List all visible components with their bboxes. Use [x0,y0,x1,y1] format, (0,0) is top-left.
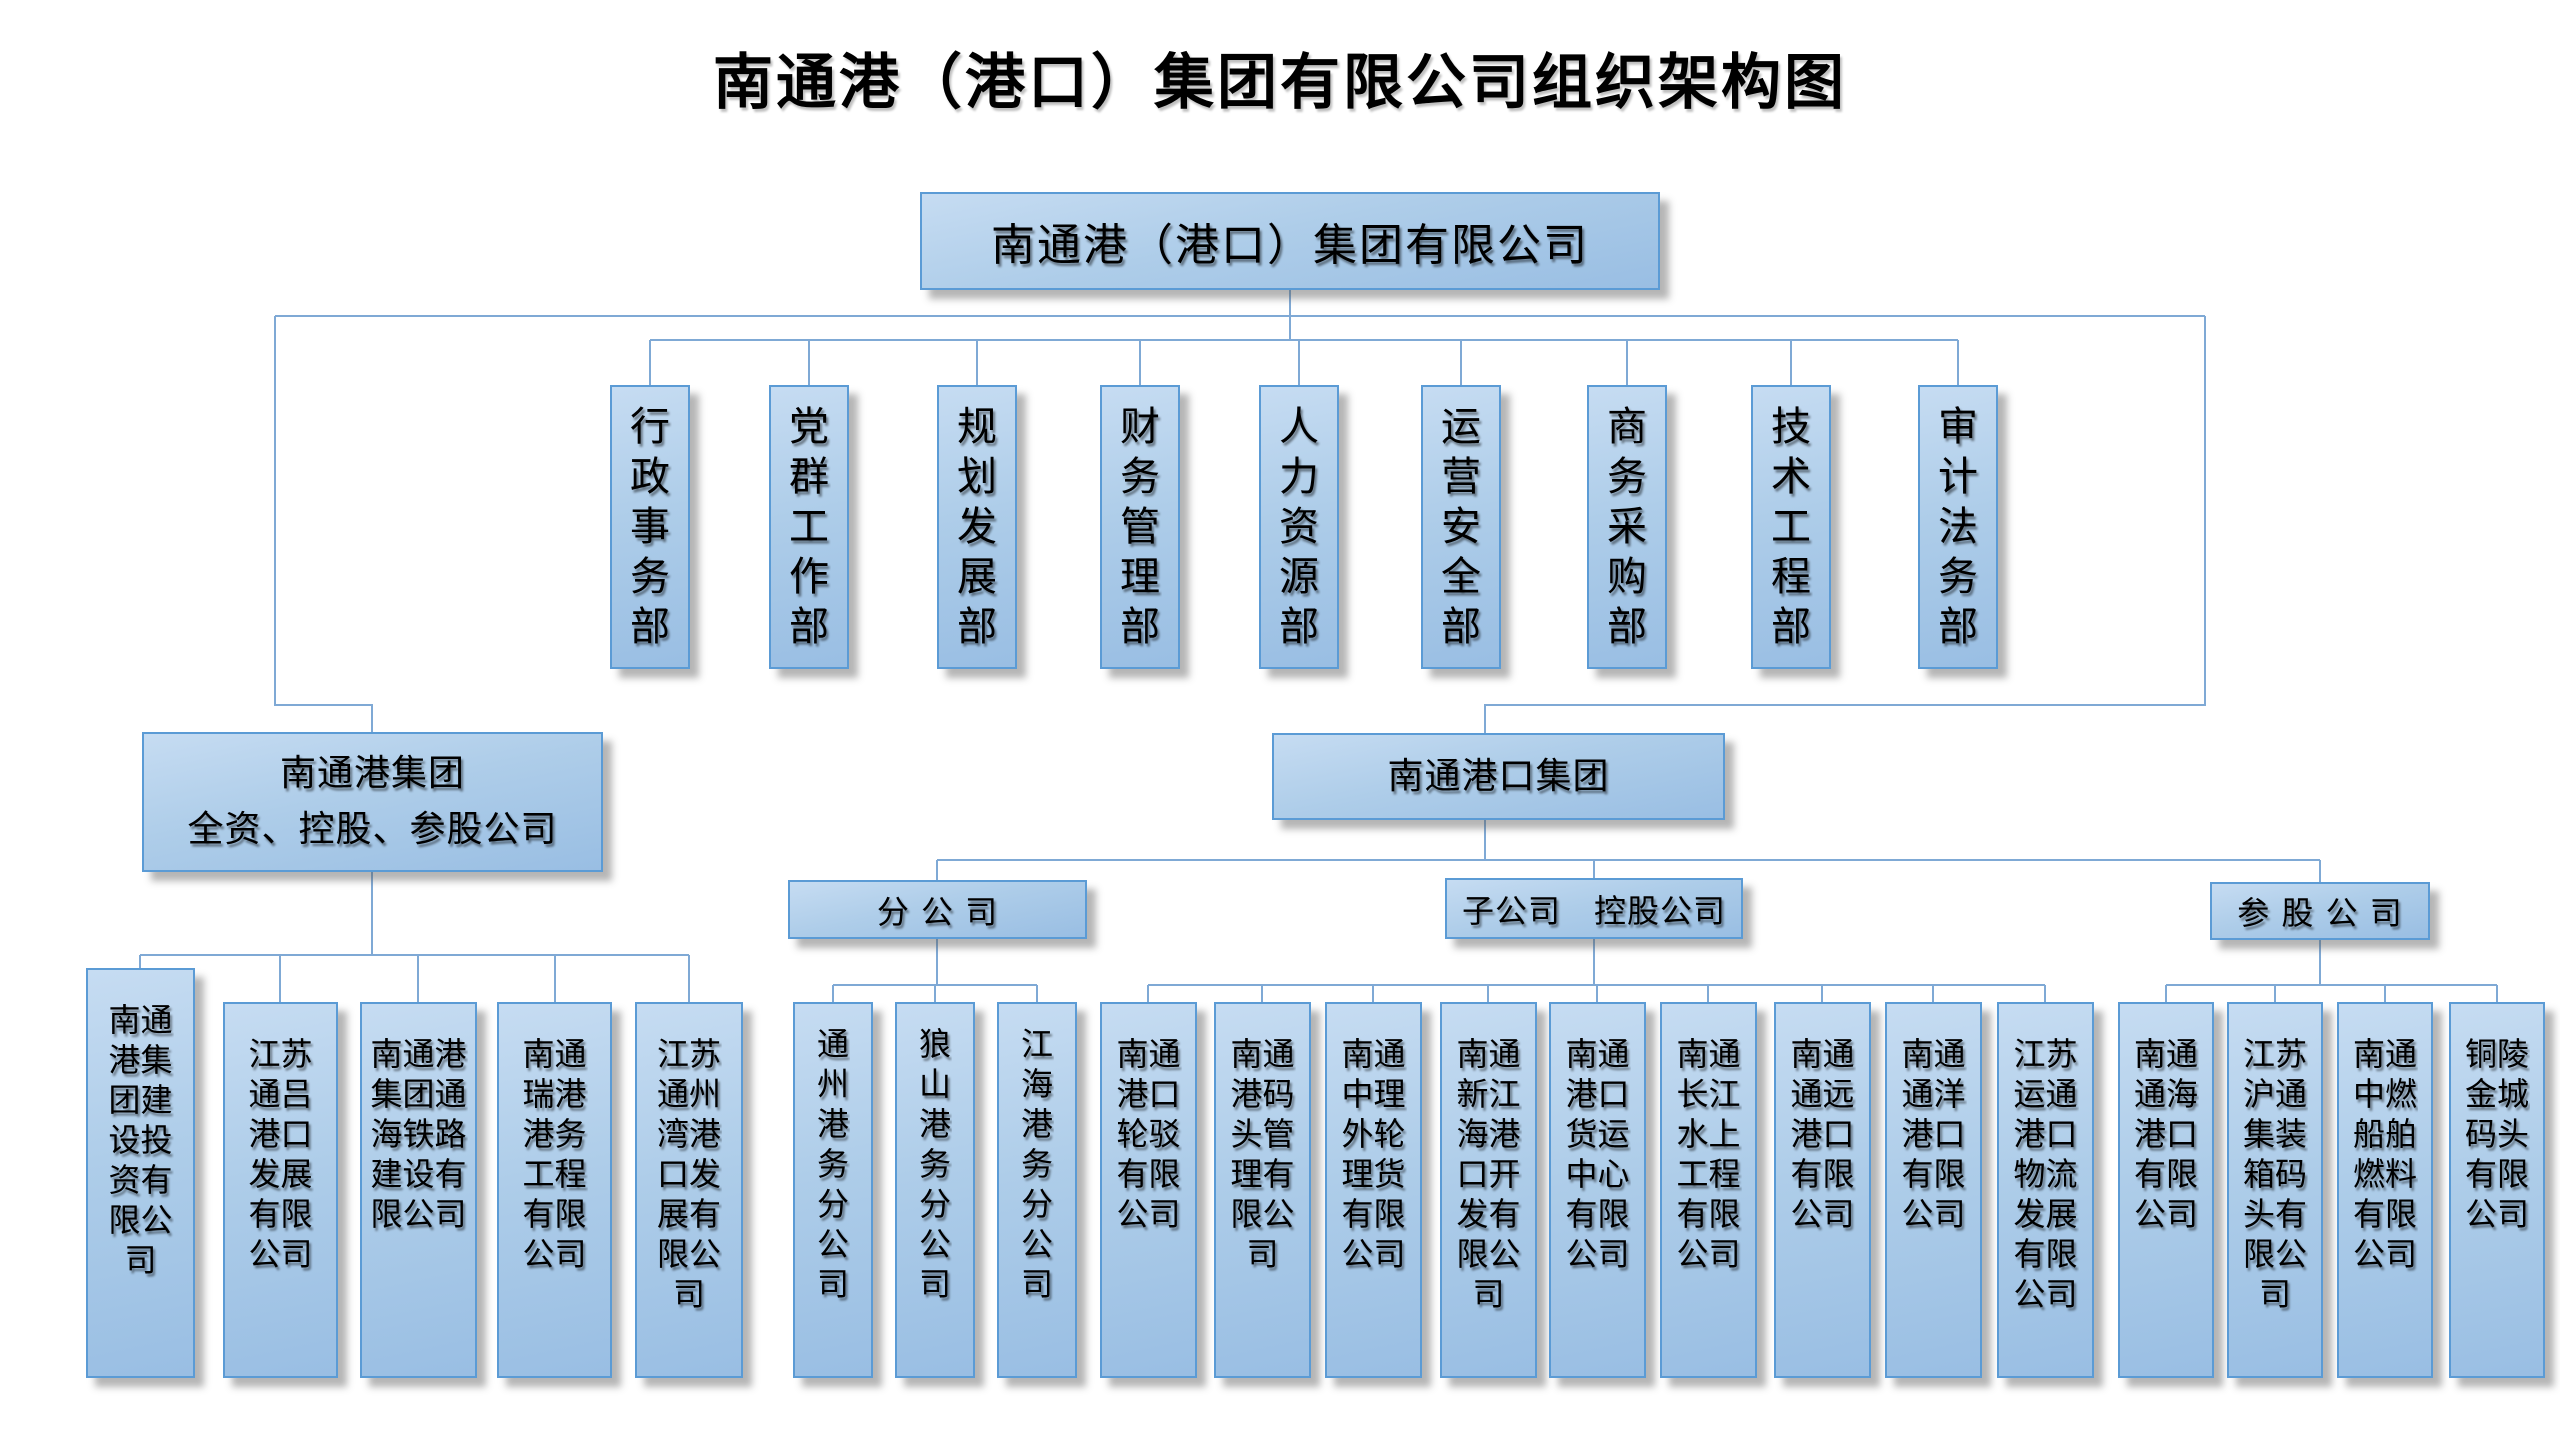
company-label: 通州港务分公司 [816,1025,849,1303]
org-node-company: 南通港集团建设投资有限公司 [86,968,195,1378]
company-label: 南通中燃船舶燃料有限公司 [2352,1035,2417,1273]
org-node-category-fengongsi: 分 公 司 [788,880,1087,939]
company-label: 南通港集团建设投资有限公司 [108,1001,173,1279]
company-label: 南通港口轮驳有限公司 [1116,1035,1181,1233]
dept-label: 审计法务部 [1938,404,1978,650]
org-node-company: 南通港口轮驳有限公司 [1100,1002,1197,1378]
org-node-company: 江苏通吕港口发展有限公司 [223,1002,338,1378]
org-node-company: 南通中理外轮理货有限公司 [1325,1002,1422,1378]
company-label: 南通港口货运中心有限公司 [1565,1035,1630,1273]
company-label: 南通中理外轮理货有限公司 [1341,1035,1406,1273]
company-label: 南通瑞港港务工程有限公司 [522,1035,587,1273]
org-node-company: 南通通洋港口有限公司 [1885,1002,1982,1378]
org-node-root: 南通港（港口）集团有限公司 [920,192,1660,290]
org-node-category-cangu: 参 股 公 司 [2210,882,2430,940]
category-label: 分 公 司 [876,892,999,931]
category-label: 参 股 公 司 [2237,894,2403,932]
company-label: 江苏运通港口物流发展有限公司 [2013,1035,2078,1313]
org-node-company: 南通港集团通海铁路建设有限公司 [360,1002,477,1378]
org-node-company: 南通港口货运中心有限公司 [1549,1002,1646,1378]
org-node-dept-renliziyuan: 人力资源部 [1259,385,1339,669]
org-node-company: 江海港务分公司 [997,1002,1077,1378]
org-node-company: 南通通远港口有限公司 [1774,1002,1871,1378]
org-node-left-branch: 南通港集团 全资、控股、参股公司 [142,732,603,872]
org-node-company: 铜陵金城码头有限公司 [2449,1002,2545,1378]
company-label: 江苏沪通集装箱码头有限公司 [2242,1035,2307,1313]
org-node-dept-shenjifawu: 审计法务部 [1918,385,1998,669]
dept-label: 财务管理部 [1120,404,1160,650]
org-node-company: 南通瑞港港务工程有限公司 [497,1002,612,1378]
org-node-dept-dangqungongzuo: 党群工作部 [769,385,849,669]
org-node-company: 江苏沪通集装箱码头有限公司 [2227,1002,2323,1378]
company-label: 铜陵金城码头有限公司 [2464,1035,2529,1233]
dept-label: 技术工程部 [1771,404,1811,650]
dept-label: 规划发展部 [957,404,997,650]
org-node-company: 通州港务分公司 [793,1002,873,1378]
org-node-company: 南通新江海港口开发有限公司 [1440,1002,1537,1378]
org-node-dept-shangwucaigou: 商务采购部 [1587,385,1667,669]
company-label: 南通通洋港口有限公司 [1901,1035,1966,1233]
org-node-company: 南通通海港口有限公司 [2118,1002,2214,1378]
company-label: 江海港务分公司 [1020,1025,1053,1303]
org-node-category-zigongsi-konggu: 子公司 控股公司 [1445,878,1743,939]
org-node-company: 狼山港务分公司 [895,1002,975,1378]
org-node-dept-jishugongcheng: 技术工程部 [1751,385,1831,669]
org-node-company: 江苏运通港口物流发展有限公司 [1997,1002,2094,1378]
org-node-right-branch: 南通港口集团 [1272,733,1725,820]
company-label: 南通通海港口有限公司 [2133,1035,2198,1233]
company-label: 南通港集团通海铁路建设有限公司 [370,1035,467,1233]
org-node-company: 南通中燃船舶燃料有限公司 [2337,1002,2433,1378]
org-node-dept-xingzhengshiwu: 行政事务部 [610,385,690,669]
company-label: 南通新江海港口开发有限公司 [1456,1035,1521,1313]
org-node-root-label: 南通港（港口）集团有限公司 [991,220,1589,271]
company-label: 江苏通州湾港口发展有限公司 [656,1035,721,1313]
category-label: 子公司 控股公司 [1461,891,1726,930]
dept-label: 运营安全部 [1441,404,1481,650]
org-node-dept-caiwuguanli: 财务管理部 [1100,385,1180,669]
company-label: 南通长江水上工程有限公司 [1676,1035,1741,1273]
org-node-company: 南通港码头管理有限公司 [1214,1002,1311,1378]
dept-label: 商务采购部 [1607,404,1647,650]
dept-label: 人力资源部 [1279,404,1319,650]
chart-title: 南通港（港口）集团有限公司组织架构图 [713,48,1847,118]
org-node-company: 江苏通州湾港口发展有限公司 [635,1002,743,1378]
right-branch-label: 南通港口集团 [1387,755,1610,797]
org-node-dept-yunyinganquan: 运营安全部 [1421,385,1501,669]
org-node-dept-guihuafazhan: 规划发展部 [937,385,1017,669]
company-label: 江苏通吕港口发展有限公司 [248,1035,313,1273]
left-branch-line1: 南通港集团 [279,753,465,794]
org-node-company: 南通长江水上工程有限公司 [1660,1002,1757,1378]
dept-label: 行政事务部 [630,404,670,650]
dept-label: 党群工作部 [789,404,829,650]
company-label: 南通港码头管理有限公司 [1230,1035,1295,1273]
left-branch-line2: 全资、控股、参股公司 [187,809,558,850]
company-label: 狼山港务分公司 [918,1025,951,1303]
company-label: 南通通远港口有限公司 [1790,1035,1855,1233]
